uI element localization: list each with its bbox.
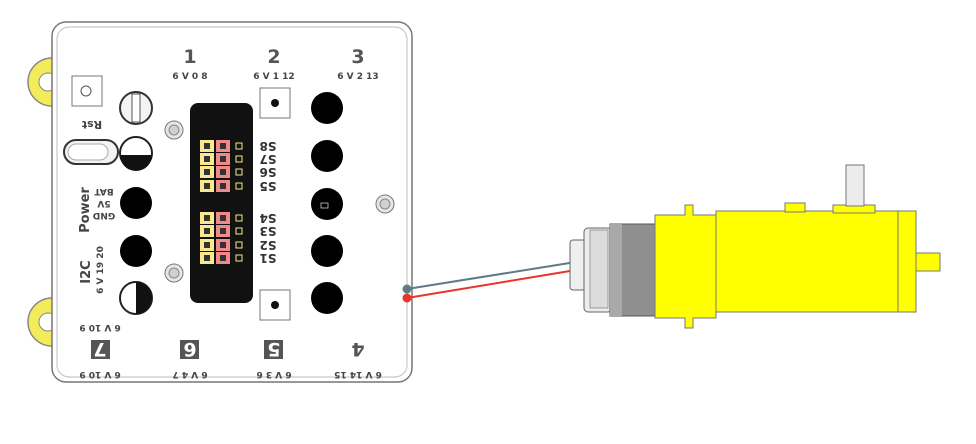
rst-label: Rst bbox=[82, 118, 102, 131]
header-pin[interactable] bbox=[204, 143, 210, 149]
servo-label-s5: S5 bbox=[260, 179, 277, 193]
screw-icon bbox=[164, 263, 184, 283]
red-wire bbox=[406, 268, 583, 299]
servo-label-s8: S8 bbox=[260, 139, 277, 153]
port-socket-middle[interactable] bbox=[311, 188, 343, 220]
power-label: Power bbox=[78, 187, 93, 233]
servo-label-s3: S3 bbox=[260, 224, 277, 238]
header-pin[interactable] bbox=[204, 183, 210, 189]
header-pin[interactable] bbox=[235, 142, 243, 150]
port-pins-label: 6 V 2 13 bbox=[337, 72, 378, 82]
svg-text:7: 7 bbox=[93, 338, 106, 360]
servo-label-s4: S4 bbox=[260, 211, 277, 225]
servo-label-s6: S6 bbox=[260, 165, 277, 179]
header-pin[interactable] bbox=[235, 155, 243, 163]
port-4-socket-1[interactable] bbox=[311, 235, 343, 267]
servo-pin-rows bbox=[200, 140, 243, 264]
i2c-pins-label: 6 V 19 20 bbox=[96, 246, 106, 294]
header-pin[interactable] bbox=[220, 143, 226, 149]
header-pin[interactable] bbox=[220, 183, 226, 189]
bat-label: BAT bbox=[94, 186, 114, 196]
servo-label-s2: S2 bbox=[260, 238, 277, 252]
power-socket[interactable] bbox=[120, 187, 152, 219]
header-pin[interactable] bbox=[220, 228, 226, 234]
port-pins-label: 6 V 0 8 bbox=[172, 72, 207, 82]
header-pin[interactable] bbox=[235, 214, 243, 222]
header-pin[interactable] bbox=[204, 169, 210, 175]
header-pin[interactable] bbox=[220, 156, 226, 162]
header-pin[interactable] bbox=[220, 215, 226, 221]
header-pin[interactable] bbox=[220, 169, 226, 175]
port-pins-label: 6 V 1 12 bbox=[253, 72, 294, 82]
header-pin[interactable] bbox=[204, 242, 210, 248]
5v-label: 5V bbox=[97, 198, 110, 208]
gray-wire bbox=[406, 260, 583, 290]
i2c-label: I2C bbox=[79, 260, 94, 283]
header-pin[interactable] bbox=[204, 228, 210, 234]
header-pin[interactable] bbox=[220, 242, 226, 248]
socket-left[interactable] bbox=[120, 235, 152, 267]
i2c-socket[interactable] bbox=[119, 281, 153, 315]
port-pins-label: 6 V 4 7 bbox=[172, 369, 207, 379]
header-pin[interactable] bbox=[204, 255, 210, 261]
port-pins-label: 6 V 3 6 bbox=[256, 369, 291, 379]
gnd-label: GND bbox=[93, 210, 115, 220]
port-number: 1 bbox=[183, 46, 196, 68]
port-number: 6 bbox=[183, 338, 196, 360]
servo-label-s7: S7 bbox=[260, 152, 277, 166]
port-number: 2 bbox=[267, 46, 280, 68]
port-4-socket-2[interactable] bbox=[311, 282, 343, 314]
port-2-socket[interactable] bbox=[259, 87, 291, 119]
header-pin[interactable] bbox=[235, 182, 243, 190]
header-pin[interactable] bbox=[204, 156, 210, 162]
port-number: 3 bbox=[351, 46, 364, 68]
port-pins-label: 6 V 14 15 bbox=[334, 369, 382, 379]
port-pins-label: 6 V 10 9 bbox=[79, 369, 120, 379]
port-3-socket-2[interactable] bbox=[311, 140, 343, 172]
screw-icon bbox=[375, 194, 395, 214]
header-pin[interactable] bbox=[204, 215, 210, 221]
screw-icon bbox=[164, 120, 184, 140]
header-pin[interactable] bbox=[220, 255, 226, 261]
header-pin[interactable] bbox=[235, 168, 243, 176]
header-pin[interactable] bbox=[235, 227, 243, 235]
port-number: 5 bbox=[267, 338, 280, 360]
dc-gear-motor bbox=[569, 164, 941, 329]
port-5-socket[interactable] bbox=[259, 289, 291, 321]
servo-label-s1: S1 bbox=[260, 251, 277, 265]
port-number: 4 bbox=[351, 338, 364, 360]
servo-header bbox=[190, 103, 253, 303]
port-3-socket-1[interactable] bbox=[311, 92, 343, 124]
power-switch[interactable] bbox=[119, 136, 153, 171]
header-pin[interactable] bbox=[235, 254, 243, 262]
port-pins-label-7: 6 V 10 9 bbox=[79, 322, 120, 332]
socket-top-left[interactable] bbox=[119, 91, 153, 125]
header-pin[interactable] bbox=[235, 241, 243, 249]
